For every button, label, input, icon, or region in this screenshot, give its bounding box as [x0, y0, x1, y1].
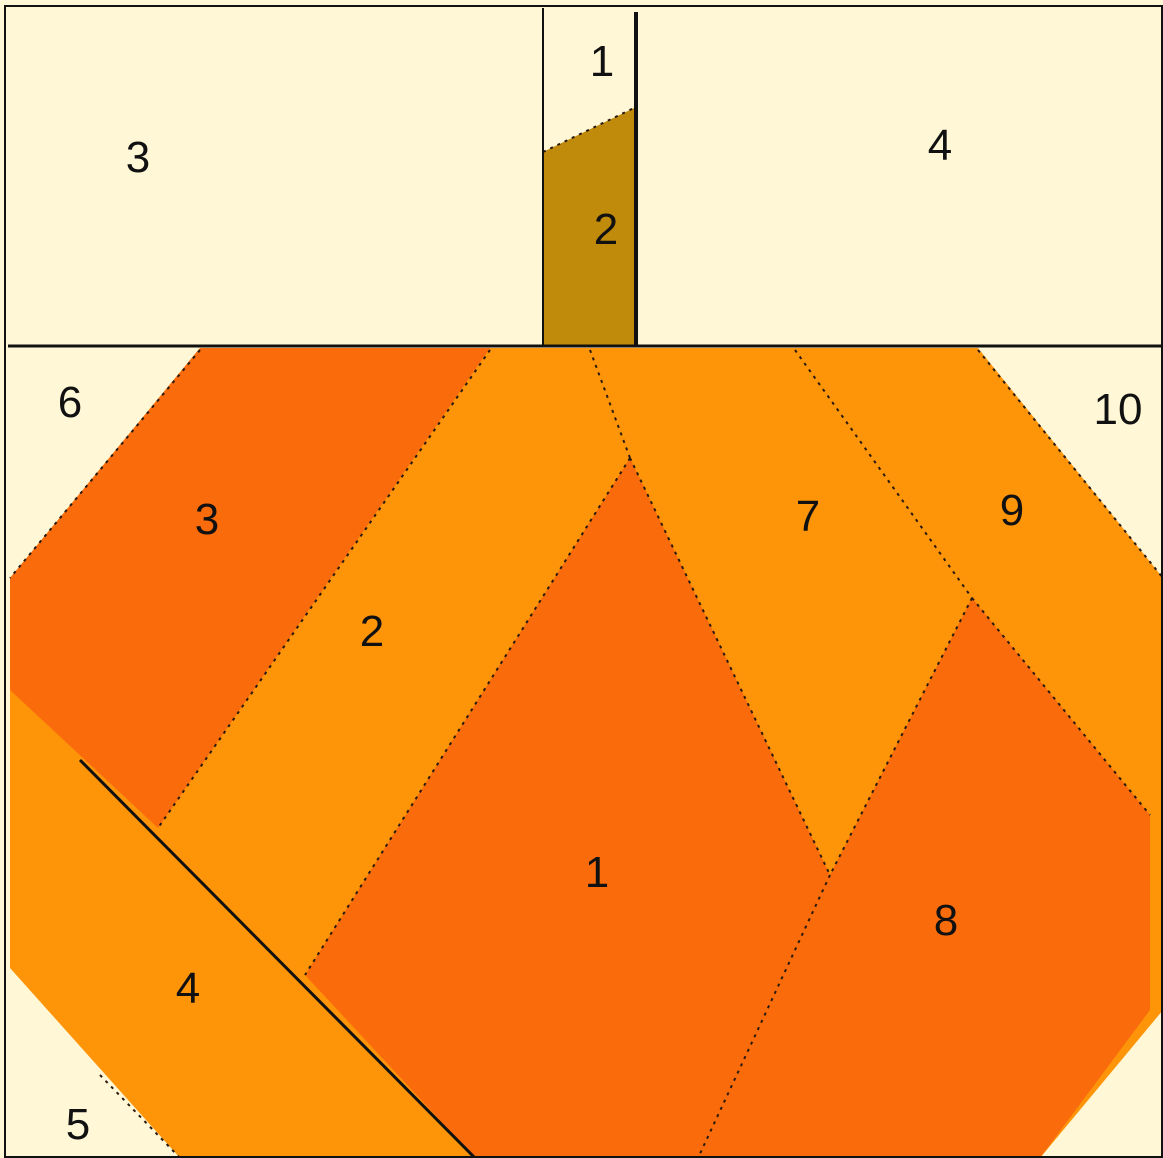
label-bottom-9: 9 [1000, 486, 1024, 535]
label-bottom-8: 8 [934, 896, 958, 945]
label-bottom-5: 5 [66, 1100, 90, 1149]
label-bottom-4: 4 [176, 964, 200, 1013]
seam-9-8 [971, 597, 1151, 816]
seam-edge-6 [9, 349, 201, 579]
top-section [542, 8, 638, 346]
seam-2-7 [589, 349, 631, 459]
seam-1-7 [629, 457, 831, 876]
label-bottom-2: 2 [360, 607, 384, 656]
label-top-3: 3 [126, 133, 150, 182]
seam-3-2 [157, 349, 491, 829]
piece-top-2 [543, 108, 634, 346]
block-border [4, 5, 1163, 1158]
seam-4-diagonal [78, 758, 477, 1158]
label-top-1: 1 [590, 37, 614, 86]
seam-edge-5 [99, 1074, 181, 1158]
label-top-2: 2 [594, 205, 618, 254]
seam-7-9 [794, 349, 973, 599]
label-bottom-1: 1 [585, 848, 609, 897]
label-top-4: 4 [928, 121, 952, 170]
label-bottom-6: 6 [58, 378, 82, 427]
piece-bottom-3 [10, 348, 490, 828]
label-bottom-7: 7 [796, 492, 820, 541]
label-bottom-10: 10 [1094, 385, 1143, 434]
seam-lines [9, 349, 1163, 1158]
pumpkin-body [10, 348, 1163, 1158]
seam-top-1-2 [542, 107, 635, 153]
piece-bottom-1 [305, 458, 830, 1158]
seam-edge-10 [977, 349, 1163, 579]
label-bottom-3: 3 [195, 495, 219, 544]
piece-bottom-8 [698, 598, 1150, 1158]
seam-2-1 [304, 457, 631, 976]
